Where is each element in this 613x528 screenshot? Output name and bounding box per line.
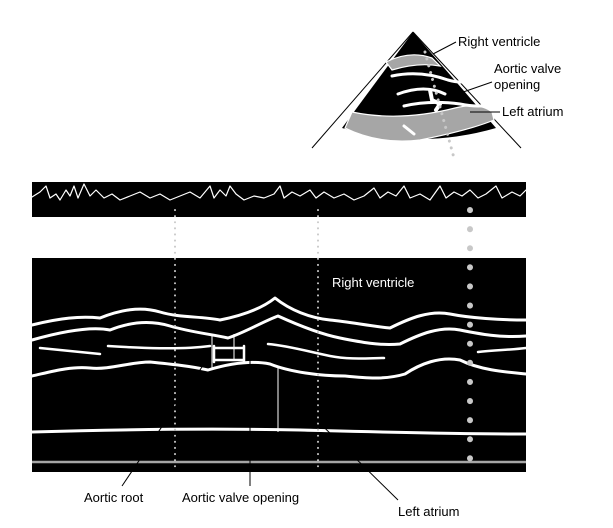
mmode-aortic-root-posterior <box>30 357 528 380</box>
sector-muscle-band-lower <box>344 105 495 142</box>
mmode-rv-wall <box>30 296 528 330</box>
sector-aortic-wall-anterior <box>396 87 447 96</box>
leader-sector-right-ventricle <box>432 41 457 55</box>
sector-view: Right ventricle Aortic valve opening Lef… <box>311 31 563 160</box>
sector-label-left-atrium: Left atrium <box>502 104 563 119</box>
mmode-label-right-ventricle: Right ventricle <box>332 275 414 290</box>
mmode-label-left-atrium: Left atrium <box>398 504 459 519</box>
mmode-label-aortic-valve-opening: Aortic valve opening <box>182 490 299 505</box>
sector-septum <box>390 72 472 84</box>
sector-label-right-ventricle: Right ventricle <box>458 34 540 49</box>
mmode-la-posterior-wall <box>30 427 528 436</box>
mmode-chest-wall-band <box>32 217 526 258</box>
mmode-valve-leaflets <box>38 342 528 364</box>
leader-aortic-root <box>121 357 209 487</box>
ecg-trace <box>31 183 527 201</box>
mmode-label-aortic-root: Aortic root <box>84 490 144 505</box>
leader-sector-aortic-valve <box>445 81 493 99</box>
sector-right-edge <box>412 31 522 149</box>
mmode-aortic-root-anterior <box>30 314 528 346</box>
sector-aortic-wall-posterior <box>402 100 494 108</box>
mmode-view: Right ventricle <box>30 182 528 473</box>
sector-label-aortic-valve-opening-line2: opening <box>494 77 540 92</box>
leader-left-atrium <box>279 383 399 501</box>
sector-cursor-line <box>423 50 456 160</box>
sector-mitral-leaflet <box>402 124 416 136</box>
sector-left-edge <box>311 31 414 149</box>
sector-label-aortic-valve-opening-line1: Aortic valve <box>494 61 561 76</box>
